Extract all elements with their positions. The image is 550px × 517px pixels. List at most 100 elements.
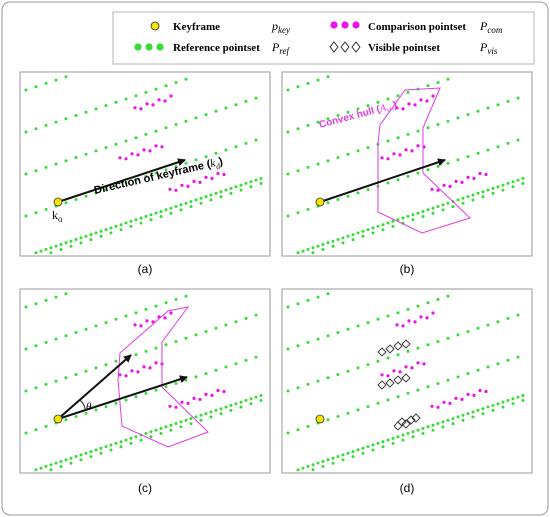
reference-point: [239, 400, 243, 404]
reference-point: [84, 369, 88, 373]
comparison-point: [163, 99, 167, 103]
reference-point: [441, 203, 445, 207]
comparison-point: [404, 148, 408, 152]
reference-point: [54, 120, 58, 124]
reference-point: [451, 205, 455, 209]
reference-point: [321, 460, 325, 463]
reference-point: [506, 358, 510, 362]
legend-visible-symbol: Pvis: [479, 40, 498, 56]
reference-point: [406, 174, 410, 178]
reference-point: [316, 337, 320, 341]
reference-point: [204, 412, 208, 416]
reference-point: [169, 428, 173, 432]
comparison-point: [430, 187, 434, 191]
reference-point: [34, 428, 38, 432]
reference-point: [356, 231, 360, 235]
reference-point: [296, 302, 300, 306]
reference-point: [411, 218, 415, 222]
reference-point: [219, 407, 223, 411]
reference-point: [501, 183, 505, 187]
comparison-point: [386, 157, 390, 161]
reference-point: [174, 81, 178, 84]
legend-comparison-symbol: Pcom: [479, 19, 503, 35]
reference-point: [346, 411, 350, 415]
comparison-point: [401, 107, 405, 111]
reference-point: [89, 233, 93, 237]
comparison-point: [124, 157, 128, 161]
comparison-point: [192, 179, 196, 183]
reference-point: [316, 461, 320, 465]
reference-point: [391, 224, 395, 228]
reference-point: [506, 398, 510, 402]
comparison-point: [118, 373, 122, 377]
reference-point: [356, 107, 360, 111]
reference-point: [44, 340, 48, 344]
reference-point: [486, 365, 490, 369]
panel-d-points: [286, 292, 525, 472]
reference-point: [336, 238, 340, 241]
reference-point: [386, 221, 390, 225]
reference-point: [486, 106, 490, 110]
reference-point: [59, 465, 63, 468]
reference-point: [486, 405, 490, 409]
reference-point: [94, 408, 98, 412]
reference-point: [134, 311, 138, 315]
reference-point: [446, 161, 450, 165]
reference-point: [416, 388, 420, 392]
reference-point: [99, 451, 103, 455]
reference-point: [521, 182, 525, 185]
comparison-point: [133, 106, 137, 110]
reference-point: [64, 241, 68, 245]
comparison-point: [416, 144, 420, 148]
comparison-point: [425, 316, 429, 320]
comparison-point: [466, 175, 470, 179]
comparison-point: [395, 323, 399, 327]
reference-point: [84, 152, 88, 156]
legend-keyframe-label: Keyframe: [173, 21, 220, 33]
reference-point: [149, 430, 153, 434]
reference-point: [74, 156, 78, 159]
reference-point: [296, 468, 300, 472]
reference-point: [74, 238, 78, 241]
comparison-point: [142, 148, 146, 152]
reference-point: [104, 363, 108, 367]
reference-point: [109, 226, 113, 230]
visible-point: [406, 415, 416, 425]
reference-point: [249, 397, 253, 401]
reference-point: [99, 446, 103, 450]
reference-point: [286, 172, 290, 176]
comparison-point: [192, 396, 196, 400]
reference-point: [311, 246, 315, 250]
reference-point: [451, 422, 455, 426]
reference-point: [84, 327, 88, 331]
reference-point: [511, 185, 515, 189]
reference-point: [521, 394, 525, 397]
reference-point: [209, 193, 213, 197]
panel-c-convex-hull: [117, 306, 209, 448]
reference-point: [496, 185, 500, 189]
reference-point: [249, 402, 253, 406]
comparison-point: [118, 156, 122, 160]
reference-point: [239, 405, 243, 409]
comparison-point: [204, 175, 208, 179]
reference-point: [224, 365, 228, 369]
reference-point: [426, 301, 430, 305]
reference-point: [396, 218, 400, 222]
reference-point: [471, 410, 475, 414]
comparison-point: [407, 319, 411, 323]
reference-point: [219, 412, 223, 416]
reference-point: [44, 123, 48, 127]
reference-point: [134, 218, 138, 222]
visible-point: [401, 419, 411, 429]
reference-point: [254, 138, 258, 142]
reference-point: [149, 218, 153, 222]
reference-point: [361, 229, 365, 233]
reference-point: [144, 90, 148, 94]
reference-point: [481, 195, 485, 199]
reference-point: [326, 292, 330, 296]
reference-point: [466, 330, 470, 334]
reference-point: [69, 244, 73, 248]
reference-point: [129, 441, 133, 445]
reference-point: [119, 228, 123, 232]
reference-point: [411, 435, 415, 439]
